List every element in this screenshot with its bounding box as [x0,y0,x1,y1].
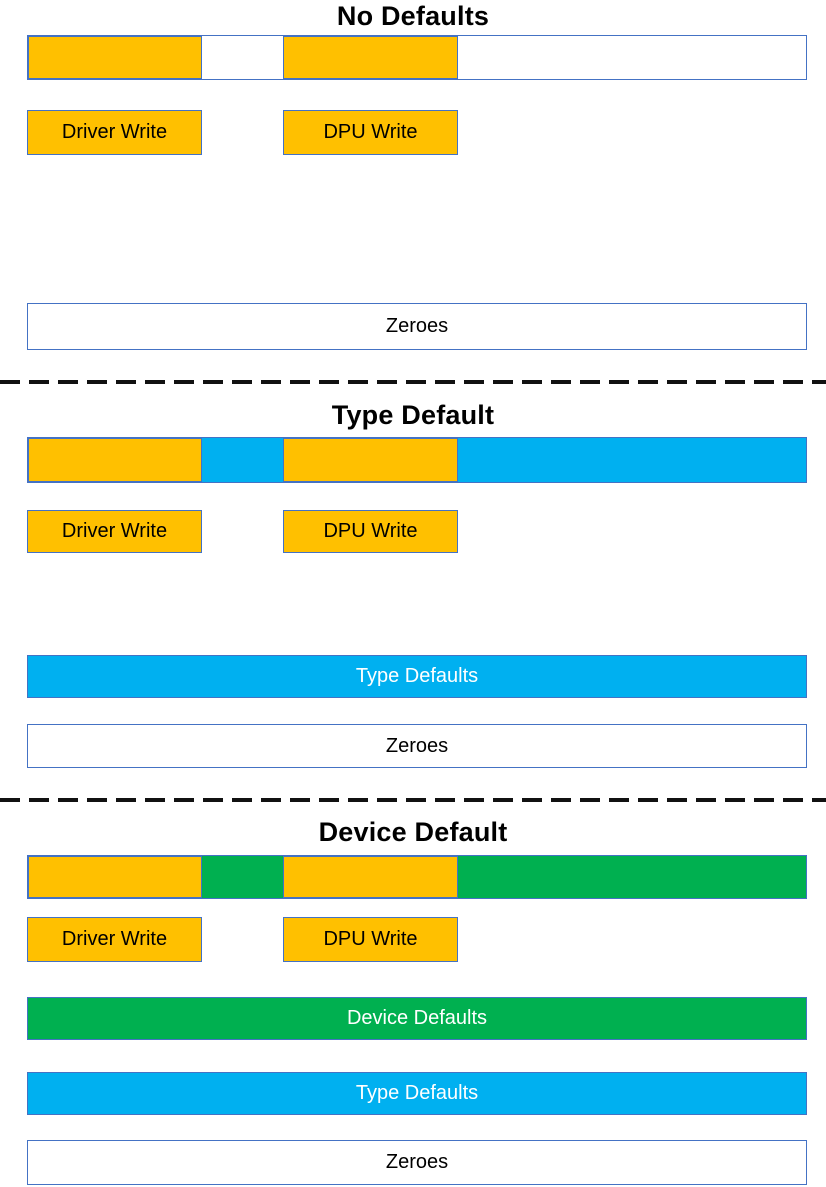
section-title-no-defaults: No Defaults [336,1,490,31]
driver-write-box: Driver Write [27,510,202,553]
type-defaults-label: Type Defaults [355,1082,479,1104]
zeroes-layer: Zeroes [27,303,807,350]
type-defaults-layer: Type Defaults [27,655,807,698]
type-default-region [202,438,283,482]
driver-write-label: Driver Write [61,928,168,950]
device-defaults-layer: Device Defaults [27,997,807,1040]
section-title-type-default: Type Default [331,400,495,430]
section-divider [0,380,826,384]
driver-write-region [28,438,202,482]
driver-write-label: Driver Write [61,520,168,542]
section-title-device-default: Device Default [318,817,508,847]
zeroes-layer: Zeroes [27,724,807,768]
memory-bar-device-default [27,855,807,899]
dpu-write-label: DPU Write [323,928,418,950]
type-defaults-layer: Type Defaults [27,1072,807,1115]
dpu-write-label: DPU Write [323,121,418,143]
type-defaults-label: Type Defaults [355,665,479,687]
dpu-write-box: DPU Write [283,917,458,962]
driver-write-region [28,36,202,79]
memory-bar-no-defaults [27,35,807,80]
zeroes-label: Zeroes [385,734,449,757]
driver-write-box: Driver Write [27,110,202,155]
dpu-write-region [283,36,458,79]
memory-bar-type-default [27,437,807,483]
zeroes-layer: Zeroes [27,1140,807,1185]
dpu-write-region [283,438,458,482]
zeroes-label: Zeroes [385,1151,449,1173]
device-defaults-label: Device Defaults [346,1007,488,1029]
dpu-write-label: DPU Write [323,520,418,542]
unwritten-region [202,36,283,79]
section-divider [0,798,826,802]
dpu-write-box: DPU Write [283,110,458,155]
type-default-region [458,438,806,482]
device-default-region [202,856,283,898]
driver-write-label: Driver Write [61,121,168,143]
driver-write-region [28,856,202,898]
zeroes-label: Zeroes [385,315,449,337]
dpu-write-region [283,856,458,898]
dpu-write-box: DPU Write [283,510,458,553]
unwritten-region [458,36,806,79]
device-default-region [458,856,806,898]
driver-write-box: Driver Write [27,917,202,962]
